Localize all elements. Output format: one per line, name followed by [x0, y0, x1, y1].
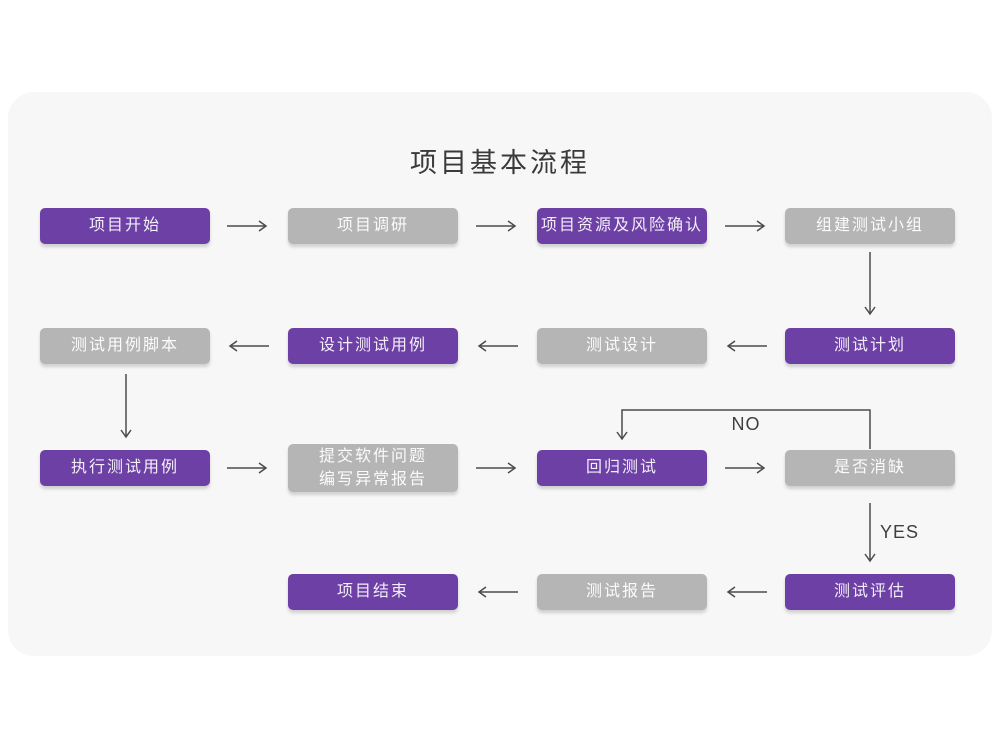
- node-build-test-team: 组建测试小组: [785, 208, 955, 244]
- node-test-design: 测试设计: [537, 328, 707, 364]
- node-test-evaluation: 测试评估: [785, 574, 955, 610]
- edge-label-yes: YES: [880, 522, 920, 542]
- page-title: 项目基本流程: [410, 148, 590, 178]
- node-test-report: 测试报告: [537, 574, 707, 610]
- node-defect-resolved: 是否消缺: [785, 450, 955, 486]
- node-design-test-cases: 设计测试用例: [288, 328, 458, 364]
- node-test-case-script: 测试用例脚本: [40, 328, 210, 364]
- node-resource-risk-confirm: 项目资源及风险确认: [537, 208, 707, 244]
- edge-label-no: NO: [731, 414, 761, 434]
- node-regression-test: 回归测试: [537, 450, 707, 486]
- node-project-start: 项目开始: [40, 208, 210, 244]
- node-submit-issues: 提交软件问题 编写异常报告: [288, 444, 458, 492]
- node-project-end: 项目结束: [288, 574, 458, 610]
- node-project-research: 项目调研: [288, 208, 458, 244]
- flowchart-card: [8, 92, 992, 656]
- node-execute-test-cases: 执行测试用例: [40, 450, 210, 486]
- node-test-plan: 测试计划: [785, 328, 955, 364]
